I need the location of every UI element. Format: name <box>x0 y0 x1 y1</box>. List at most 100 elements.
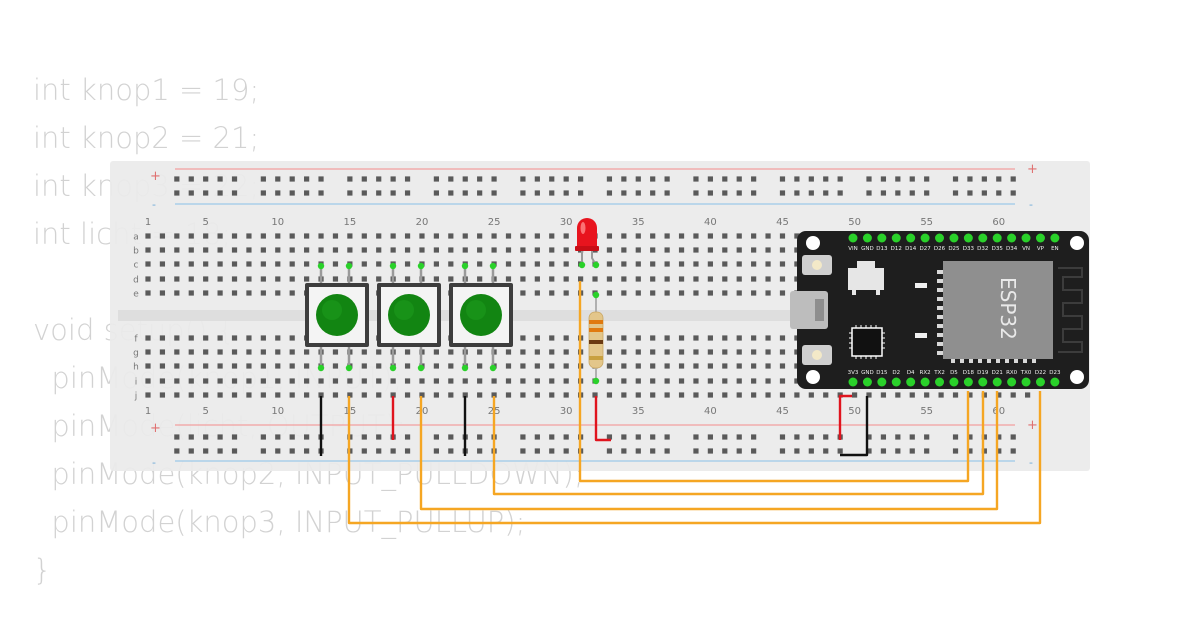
rail-hole <box>217 176 223 182</box>
breadboard-hole <box>217 290 223 296</box>
breadboard-hole <box>779 363 786 369</box>
module-pad <box>987 356 991 363</box>
rail-hole <box>751 434 757 440</box>
jumper-wires <box>319 394 869 457</box>
rail-hole <box>174 176 180 182</box>
rail-hole <box>203 190 209 196</box>
breadboard-hole <box>981 392 987 398</box>
breadboard-hole <box>289 363 295 369</box>
esp32-mount-hole <box>806 370 820 384</box>
breadboard-hole <box>664 363 670 369</box>
module-pads <box>937 270 1036 363</box>
rail-hole <box>304 434 310 440</box>
resistor-band-1 <box>589 320 603 324</box>
rail-hole <box>895 176 901 182</box>
breadboard-hole <box>650 349 656 355</box>
column-number: 60 <box>992 217 1005 228</box>
red-led <box>575 218 600 269</box>
breadboard-hole <box>650 233 656 239</box>
breadboard-hole <box>231 290 238 296</box>
rail-hole <box>736 190 742 196</box>
breadboard-hole <box>289 378 295 384</box>
rail-hole <box>448 434 454 440</box>
breadboard-hole <box>707 378 713 384</box>
column-number: 5 <box>202 406 208 417</box>
rail-hole <box>837 176 843 182</box>
breadboard-hole <box>578 276 584 282</box>
rail-hole <box>433 448 439 454</box>
rail-hole <box>952 448 959 454</box>
breadboard-hole <box>448 247 454 253</box>
rail-hole <box>318 190 324 196</box>
breadboard-hole <box>174 392 180 398</box>
resistor <box>588 291 604 385</box>
wire-button1-to-d22 <box>347 391 1042 525</box>
breadboard-hole <box>188 261 194 267</box>
rail-hole <box>751 190 757 196</box>
breadboard-hole <box>404 378 411 384</box>
rail-hole <box>693 434 699 440</box>
breadboard-hole <box>376 276 382 282</box>
breadboard-hole <box>231 261 238 267</box>
esp32-pin <box>963 233 973 243</box>
breadboard-hole <box>159 290 166 296</box>
breadboard-hole <box>376 261 382 267</box>
esp32-pin <box>862 233 872 243</box>
esp32-pin-label: D26 <box>934 246 946 252</box>
breadboard-hole <box>174 378 180 384</box>
red-wire-esp-3v3 <box>838 394 852 440</box>
breadboard-hole <box>549 233 555 239</box>
breadboard-hole <box>159 335 166 341</box>
breadboard-hole <box>174 261 180 267</box>
rail-hole <box>996 190 1002 196</box>
breadboard-hole <box>549 378 555 384</box>
rail-hole <box>606 176 613 182</box>
breadboard-hole <box>145 392 151 398</box>
breadboard-hole <box>779 276 786 282</box>
rail-hole <box>650 176 656 182</box>
breadboard-hole <box>433 247 439 253</box>
rail-hole <box>924 434 930 440</box>
rail-hole <box>779 434 786 440</box>
breadboard-hole <box>477 261 483 267</box>
breadboard-hole <box>664 290 670 296</box>
rail-hole <box>981 434 987 440</box>
breadboard-hole <box>390 233 396 239</box>
rail-hole <box>347 176 353 182</box>
breadboard-hole <box>332 247 339 253</box>
breadboard-hole <box>188 335 194 341</box>
rail-hole <box>361 176 367 182</box>
breadboard-hole <box>433 363 439 369</box>
breadboard-hole <box>606 378 613 384</box>
breadboard-hole <box>231 363 238 369</box>
esp32-pin-label: GND <box>861 246 874 252</box>
rail-hole <box>895 190 901 196</box>
breadboard-hole <box>477 363 483 369</box>
breadboard-hole <box>188 247 194 253</box>
breadboard-hole <box>736 261 742 267</box>
rail-hole <box>174 190 180 196</box>
breadboard-hole <box>779 261 786 267</box>
breadboard-hole <box>188 233 194 239</box>
breadboard-hole <box>332 392 339 398</box>
rail-hole <box>751 448 757 454</box>
breadboard-hole <box>217 392 223 398</box>
rail-minus-sign-top-left: - <box>152 198 156 211</box>
breadboard-hole <box>534 290 540 296</box>
smd-component <box>915 333 927 338</box>
breadboard-hole <box>693 247 699 253</box>
breadboard-hole <box>304 392 310 398</box>
column-number: 40 <box>704 406 717 417</box>
breadboard-hole <box>736 378 742 384</box>
breadboard-hole <box>534 335 540 341</box>
breadboard-hole <box>650 290 656 296</box>
breadboard-hole <box>693 276 699 282</box>
esp32-pin-label: D22 <box>1035 370 1046 376</box>
breadboard-hole <box>174 349 180 355</box>
breadboard-hole <box>289 247 295 253</box>
breadboard-hole <box>808 392 814 398</box>
breadboard-hole <box>592 392 598 398</box>
rail-hole <box>808 176 814 182</box>
breadboard-hole <box>534 247 540 253</box>
